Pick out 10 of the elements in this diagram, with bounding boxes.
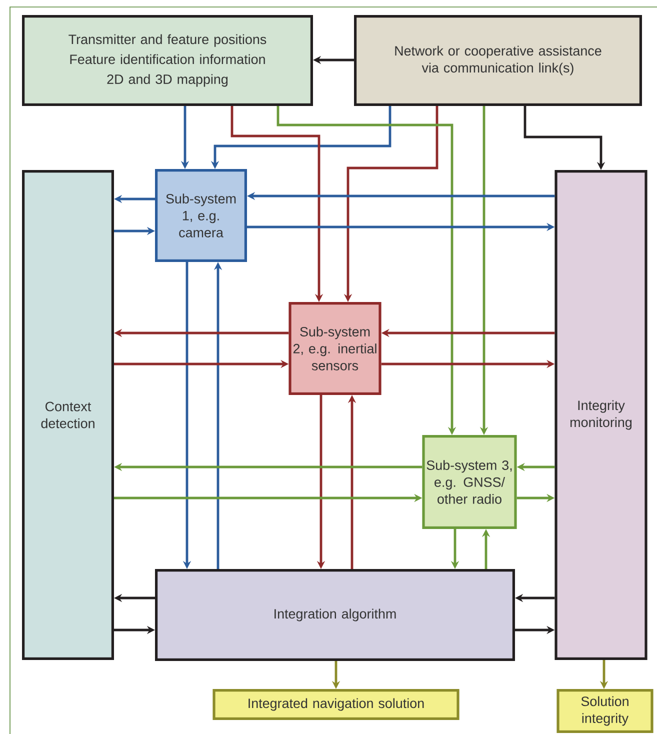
info-box: Network or cooperative assistance via communication link(s) bbox=[354, 15, 642, 106]
process-box: Integrity monitoring bbox=[554, 170, 648, 660]
output-box: Integrated navigation solution bbox=[212, 689, 460, 720]
subsystem-box: Sub-system 1, e.g. camera bbox=[155, 169, 247, 262]
info-box: Transmitter and feature positions Feature identification information 2D and 3D mapping bbox=[22, 15, 313, 106]
process-box: Context detection bbox=[22, 170, 114, 660]
process-box: Integration algorithm bbox=[155, 569, 515, 661]
output-box: Solution integrity bbox=[556, 689, 654, 733]
subsystem-box: Sub-system 3, e.g. GNSS/ other radio bbox=[422, 435, 517, 529]
subsystem-box: Sub-system 2, e.g. inertial sensors bbox=[288, 302, 382, 395]
